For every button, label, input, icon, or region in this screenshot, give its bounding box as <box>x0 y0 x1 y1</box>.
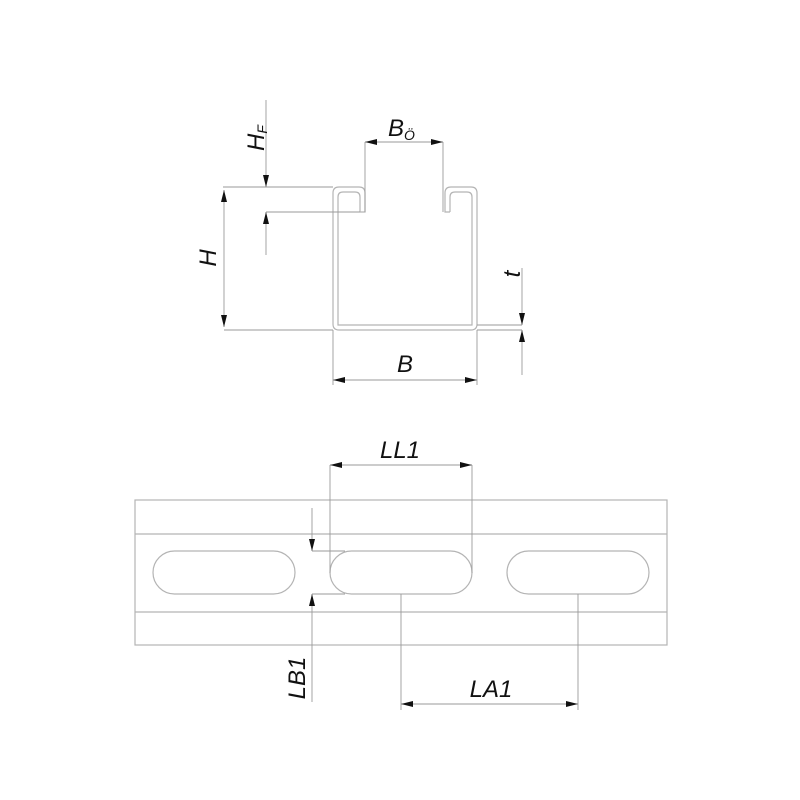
dimension-hf: HF <box>223 100 360 255</box>
profile-cross-section <box>332 186 478 331</box>
label-h: H <box>195 249 222 267</box>
dimension-lb1: LB1 <box>284 508 345 702</box>
dimension-b: B <box>332 330 478 385</box>
label-b: B <box>397 351 413 378</box>
dimension-h: H <box>195 190 333 331</box>
slot <box>506 550 650 595</box>
label-bo: BÖ <box>388 115 415 143</box>
label-hf: HF <box>243 124 270 151</box>
slot <box>329 550 473 595</box>
dimension-t: t <box>477 268 526 375</box>
dimension-bo: BÖ <box>364 115 444 212</box>
label-lb1: LB1 <box>284 657 311 700</box>
slot <box>152 550 296 595</box>
label-la1: LA1 <box>470 676 513 703</box>
label-t: t <box>499 269 526 277</box>
dimension-la1: LA1 <box>400 594 579 710</box>
dimension-ll1: LL1 <box>329 437 473 573</box>
profile-inner-contour <box>337 191 473 326</box>
profile-outer-contour <box>332 186 478 331</box>
label-ll1: LL1 <box>380 437 420 464</box>
